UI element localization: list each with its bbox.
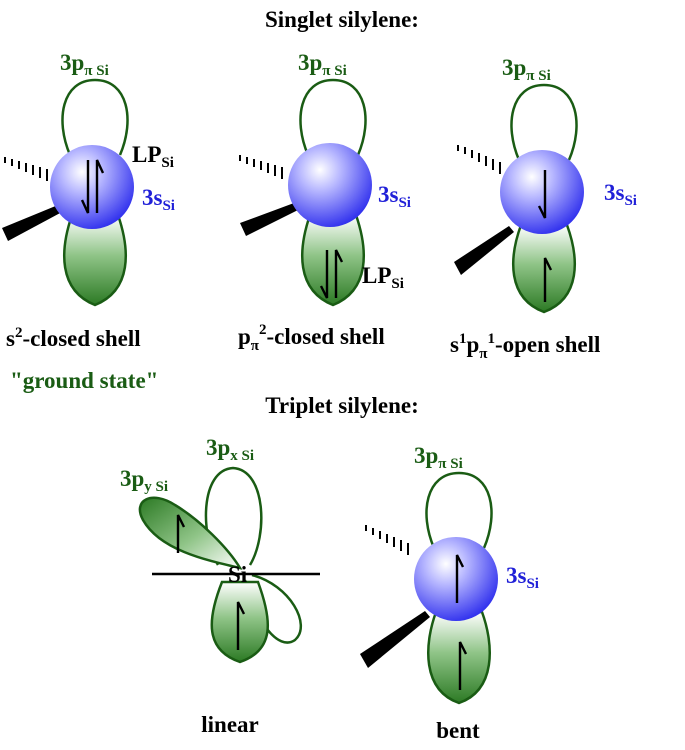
3s-si-label: 3sSi bbox=[604, 180, 637, 209]
lp-si-label: LPSi bbox=[362, 263, 404, 292]
heading-triplet: Triplet silylene: bbox=[265, 393, 419, 418]
3p-pi-si-label: 3pπ Si bbox=[60, 50, 109, 79]
bent-label: bent bbox=[436, 718, 480, 743]
s-orbital-sphere bbox=[500, 150, 584, 234]
p-pi-upper-lobe bbox=[510, 83, 578, 161]
solid-wedge-bond bbox=[2, 205, 62, 241]
linear-label: linear bbox=[201, 712, 259, 737]
heading-singlet: Singlet silylene: bbox=[265, 7, 419, 32]
p-y-side-lobe bbox=[138, 496, 243, 570]
singlet-ppi2-structure: LPSi 3sSi 3pπ Si pπ2-closed shell bbox=[238, 50, 411, 354]
solid-wedge-bond bbox=[240, 203, 298, 236]
electron-pair-arrows bbox=[80, 159, 105, 214]
3p-y-si-label: 3py Si bbox=[120, 466, 168, 495]
electron-arrow-p bbox=[543, 257, 553, 302]
electron-pair-arrows bbox=[319, 249, 344, 299]
hashed-wedge-bond bbox=[365, 525, 409, 555]
solid-wedge-bond bbox=[360, 611, 430, 668]
3s-si-label: 3sSi bbox=[506, 563, 539, 592]
electron-arrow-s bbox=[537, 170, 547, 219]
electron-arrow-p bbox=[458, 641, 468, 690]
3p-pi-si-label: 3pπ Si bbox=[502, 55, 551, 84]
hashed-wedge-bond bbox=[457, 145, 501, 174]
p-pi-upper-lobe bbox=[425, 471, 493, 549]
triplet-bent-structure: 3sSi 3pπ Si bent bbox=[360, 443, 539, 743]
p-pi-upper-lobe bbox=[299, 78, 367, 156]
p-lower-lobe bbox=[210, 580, 269, 664]
s-orbital-sphere bbox=[288, 143, 372, 227]
p-pi-lower-lobe bbox=[301, 213, 365, 307]
electron-arrow-lower bbox=[236, 601, 246, 650]
lp-si-label: LPSi bbox=[132, 142, 174, 171]
s2-closed-shell-label: s2-closed shell bbox=[6, 325, 141, 351]
si-atom-label: Si bbox=[228, 562, 248, 587]
solid-wedge-bond bbox=[454, 226, 514, 275]
singlet-s2-structure: LPSi 3sSi 3pπ Si s2-closed shell "ground… bbox=[2, 50, 175, 393]
ppi2-closed-shell-label: pπ2-closed shell bbox=[238, 322, 385, 354]
3s-si-label: 3sSi bbox=[378, 182, 411, 211]
3p-x-si-label: 3px Si bbox=[206, 435, 254, 464]
s-orbital-sphere bbox=[50, 145, 134, 229]
ground-state-label: "ground state" bbox=[10, 368, 158, 393]
3s-si-label: 3sSi bbox=[142, 185, 175, 214]
hashed-wedge-bond bbox=[239, 155, 283, 179]
3p-pi-si-label: 3pπ Si bbox=[414, 443, 463, 472]
electron-arrow-py bbox=[176, 514, 186, 553]
electron-arrow-s bbox=[455, 554, 465, 603]
open-shell-label: s1pπ1-open shell bbox=[450, 331, 600, 362]
hashed-wedge-bond bbox=[4, 157, 48, 181]
triplet-linear-structure: Si 3px Si 3py Si linear bbox=[120, 435, 320, 737]
singlet-open-shell-structure: 3sSi 3pπ Si s1pπ1-open shell bbox=[450, 55, 637, 362]
p-pi-upper-lobe bbox=[61, 78, 129, 156]
3p-pi-si-label: 3pπ Si bbox=[298, 50, 347, 79]
p-pi-lower-lobe bbox=[63, 213, 127, 307]
